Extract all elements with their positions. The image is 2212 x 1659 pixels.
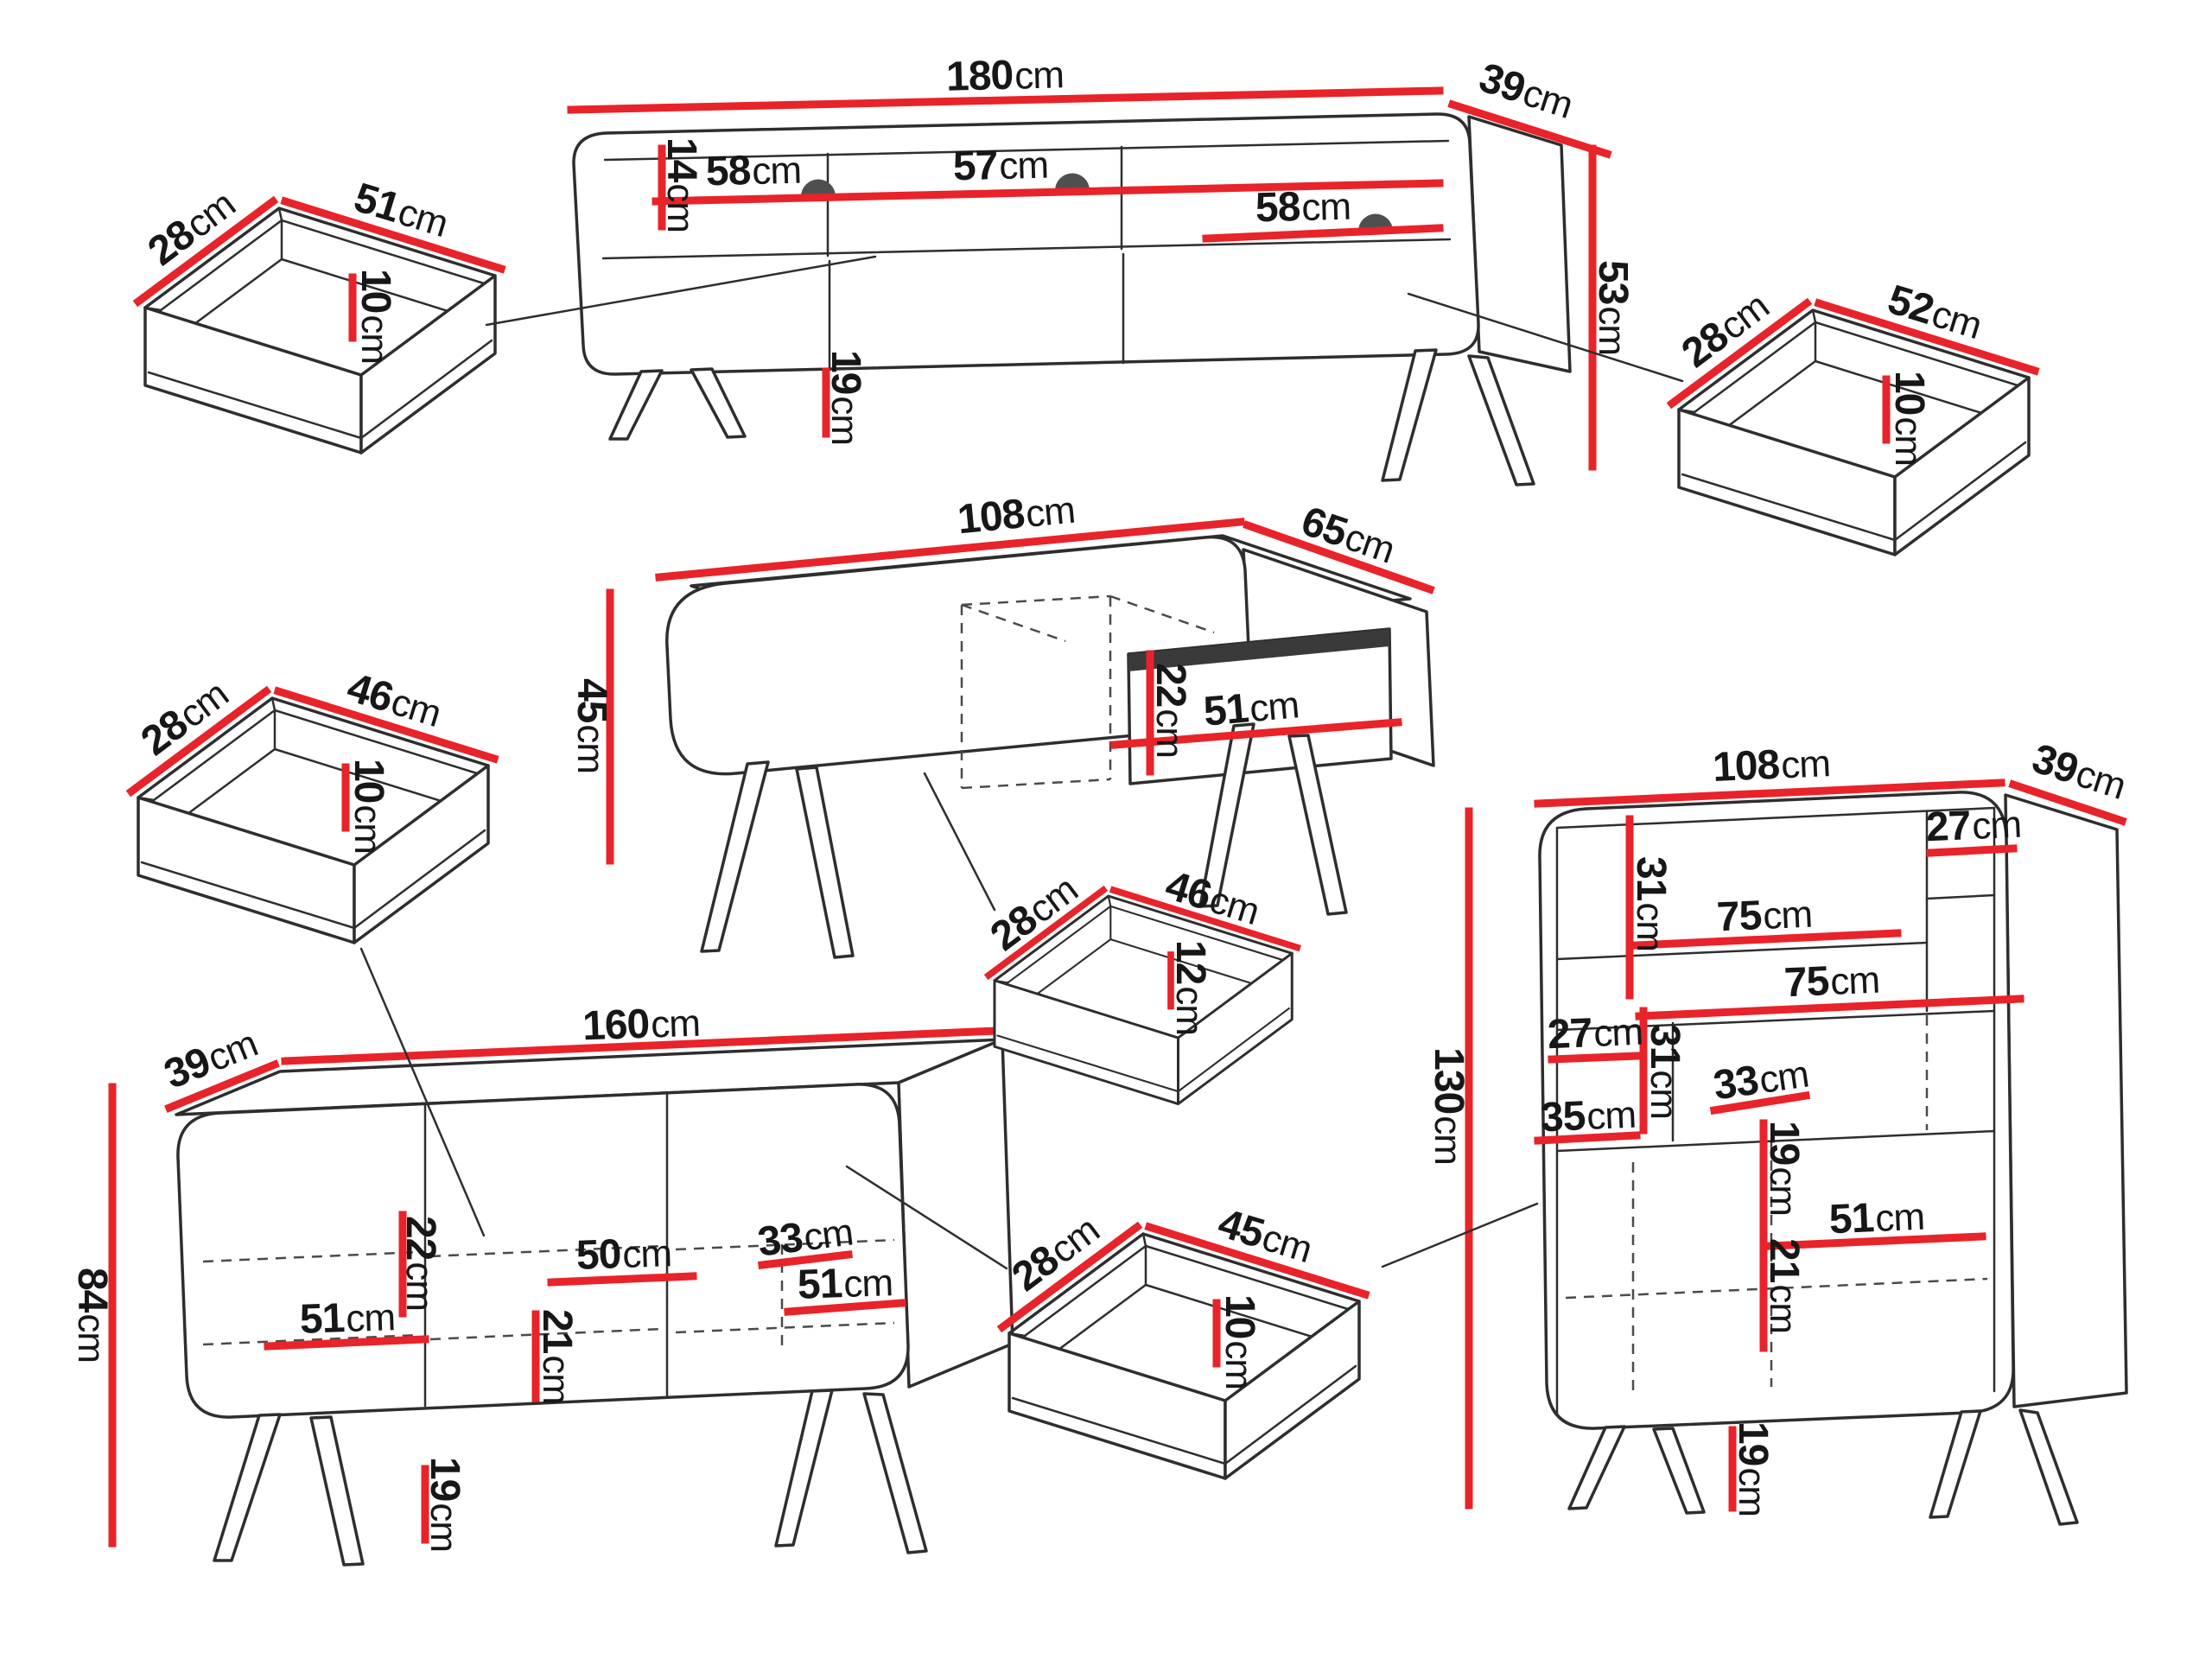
cable-hole xyxy=(1054,173,1090,191)
dim-coffee-niche-height: 22cm xyxy=(1147,662,1193,759)
dim-sideboard-niche-height: 22cm xyxy=(397,1215,443,1312)
dim-sideboard-middle-width: 50cm xyxy=(575,1231,672,1279)
coffee-leg xyxy=(1198,722,1255,908)
dim-bookcase-shelf-lower-width: 75cm xyxy=(1783,958,1881,1007)
dim-drawer-tr-height: 10cm xyxy=(1886,370,1932,467)
leader-lines xyxy=(359,255,1684,1270)
dim-sideboard-left-width: 51cm xyxy=(299,1295,396,1343)
bookcase-leg xyxy=(1567,1425,1626,1510)
dim-sideboard-width: 160cm xyxy=(582,1001,701,1050)
dim-bookcase-lower-height: 21cm xyxy=(1761,1237,1807,1334)
dim-sideboard-right-width: 51cm xyxy=(797,1261,893,1308)
tv-leg xyxy=(608,369,664,441)
dim-tv-right-section: 58cm xyxy=(1255,184,1351,232)
dim-tv-height: 53cm xyxy=(1590,259,1636,356)
sideboard-leg xyxy=(213,1413,282,1562)
tv-leg xyxy=(690,367,747,439)
sideboard-leg xyxy=(309,1415,365,1567)
dim-tv-leg-height: 19cm xyxy=(823,349,868,446)
bookcase-leg xyxy=(2018,1408,2079,1526)
sideboard-leg xyxy=(862,1392,928,1554)
bookcase-leg xyxy=(1652,1427,1706,1515)
bookcase-leg xyxy=(1929,1409,1982,1519)
dim-bookcase-shelf-upper-width: 75cm xyxy=(1715,893,1814,941)
coffee-leg xyxy=(795,766,855,959)
dim-bookcase-width: 108cm xyxy=(1712,741,1831,791)
dim-sideboard-lower-height: 21cm xyxy=(534,1308,580,1405)
sideboard-drawing xyxy=(108,1027,1014,1567)
dim-bookcase-mid-left-width: 27cm xyxy=(1546,1010,1644,1058)
dim-bookcase-niche-height: 19cm xyxy=(1761,1120,1807,1217)
coffee-leg xyxy=(700,760,770,953)
coffee-table-drawing xyxy=(606,518,1435,959)
tv-leg xyxy=(1381,348,1438,482)
dim-drawer-bc-height: 10cm xyxy=(1217,1294,1262,1390)
dim-drawer-tl-height: 10cm xyxy=(353,268,398,365)
dim-bookcase-height: 130cm xyxy=(1426,1047,1471,1165)
dim-coffee-niche-width: 51cm xyxy=(1201,683,1300,735)
dim-bookcase-lower-shelf-width: 51cm xyxy=(1827,1195,1926,1243)
sideboard-leg xyxy=(774,1389,834,1548)
tv-stand-drawing xyxy=(567,86,1612,486)
dim-sideboard-leg-height: 19cm xyxy=(422,1456,467,1553)
dim-bookcase-top-right-width: 27cm xyxy=(1924,803,2023,851)
dim-tv-top-shelf: 14cm xyxy=(658,137,704,233)
cable-hole xyxy=(800,179,836,197)
dim-tv-middle-section: 57cm xyxy=(952,143,1049,190)
dim-bookcase-mid-height: 31cm xyxy=(1642,1023,1688,1120)
bookcase-drawing xyxy=(1465,779,2128,1526)
dim-bookcase-upper-left-height: 31cm xyxy=(1628,855,1674,952)
dim-bookcase-leg-height: 19cm xyxy=(1730,1421,1776,1517)
dim-sideboard-height: 84cm xyxy=(69,1267,115,1363)
dim-drawer-ml-height: 10cm xyxy=(346,758,391,855)
coffee-leg xyxy=(1287,734,1348,916)
dim-bookcase-lower-left-width: 35cm xyxy=(1539,1093,1637,1141)
dim-coffee-height: 45cm xyxy=(569,677,614,774)
dim-tv-left-section: 58cm xyxy=(705,148,802,195)
dim-tv-width: 180cm xyxy=(945,52,1065,100)
dim-drawer-mc-height: 12cm xyxy=(1167,939,1213,1036)
tv-leg xyxy=(1467,354,1535,486)
